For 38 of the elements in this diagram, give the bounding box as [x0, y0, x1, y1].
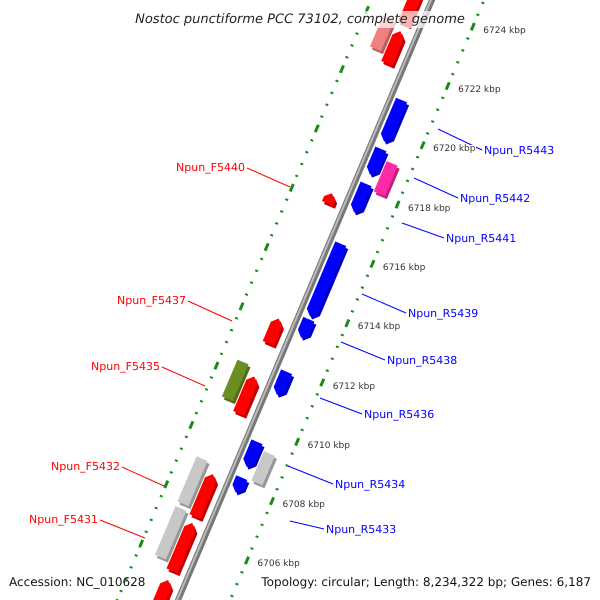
tick-label: 6714 kbp: [356, 323, 402, 332]
tick-label: 6720 kbp: [432, 145, 476, 154]
genome-info-text: Topology: circular; Length: 8,234,322 bp; Genes: 6,187: [261, 576, 591, 588]
gene-label: Npun_R5436: [364, 408, 434, 420]
gene-label: Npun_F5432: [51, 460, 120, 472]
gene-label: Npun_F5431: [29, 514, 98, 524]
leader-line: [414, 178, 458, 198]
gene-label: Npun_R5442: [460, 192, 530, 204]
tick-label: 6722 kbp: [457, 86, 502, 95]
gene-label: Npun_R5441: [446, 232, 516, 244]
gene-label: Npun_F5437: [117, 294, 186, 306]
leader-line: [320, 398, 362, 414]
tick-label: 6708 kbp: [281, 501, 326, 510]
leader-line: [122, 466, 164, 486]
leader-line: [188, 300, 232, 322]
leader-line: [162, 366, 206, 386]
gene-label: Npun_F5435: [91, 360, 160, 372]
leader-line: [438, 128, 482, 150]
tick-label: 6718 kbp: [406, 204, 452, 214]
leader-line: [362, 294, 406, 314]
leader-line: [290, 520, 324, 530]
gene-label: Npun_R5434: [335, 478, 406, 490]
leader-line: [402, 222, 444, 238]
tick-label: 6706 kbp: [256, 560, 301, 570]
gene-label: Npun_F5440: [176, 162, 245, 172]
leader-line: [340, 342, 386, 360]
tick-label: 6712 kbp: [332, 382, 376, 392]
tick-label: 6716 kbp: [382, 264, 426, 273]
gene-label: Npun_R5433: [326, 524, 396, 534]
leader-line: [288, 466, 334, 484]
gene-label: Npun_R5443: [484, 144, 554, 156]
tick-label: 6710 kbp: [306, 442, 351, 451]
gene-label: Npun_R5438: [387, 354, 458, 366]
leader-line: [246, 168, 290, 188]
accession-text: Accession: NC_010628: [9, 576, 146, 588]
leader-line: [100, 520, 146, 538]
tick-label: 6724 kbp: [482, 26, 527, 36]
gene-label: Npun_R5439: [408, 308, 478, 318]
